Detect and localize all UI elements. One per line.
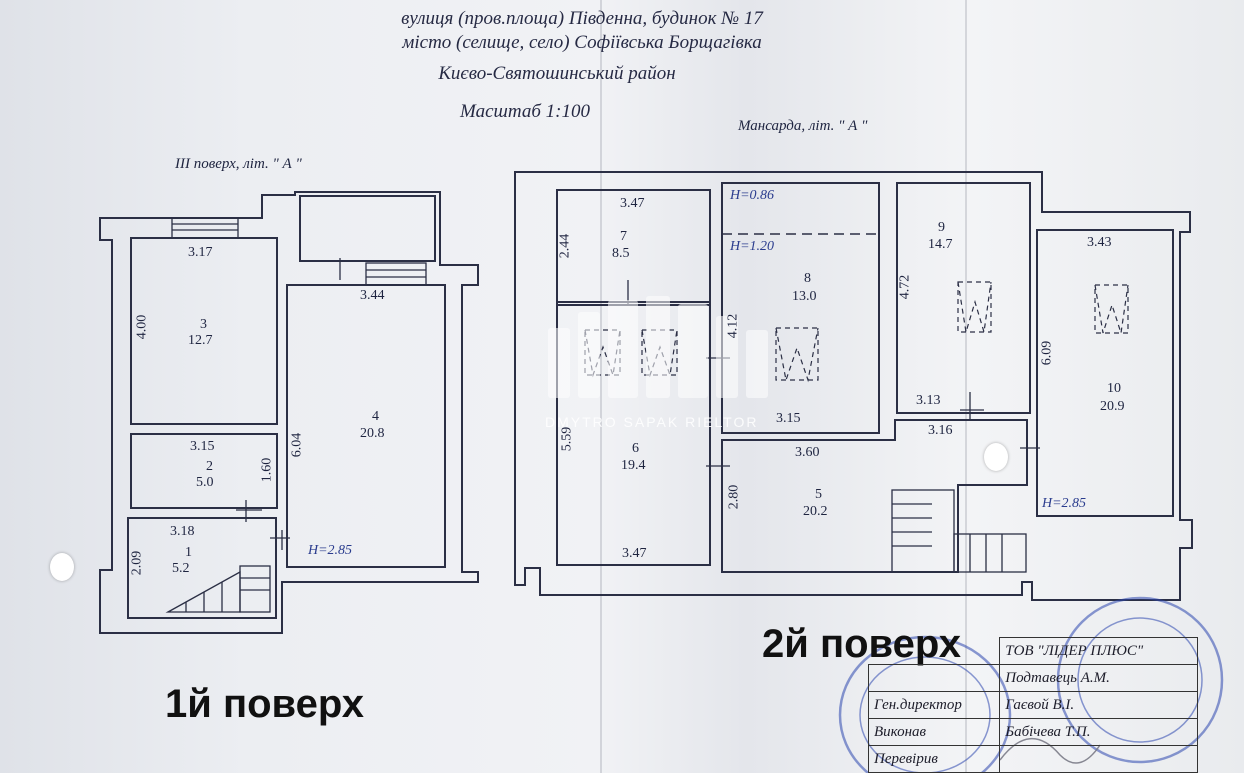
balcony-outline (299, 195, 436, 262)
stamp-name: Бабічева Т.П. (999, 718, 1198, 746)
dim-r4-top: 3.44 (360, 288, 385, 303)
room-6-number: 6 (632, 441, 639, 456)
floor1-outer-wall (99, 191, 479, 634)
room-4-area: 20.8 (360, 426, 385, 441)
dim-r1-side: 2.09 (129, 550, 145, 576)
dim-r8-side: 4.12 (725, 313, 741, 339)
floor1-height: H=2.85 (308, 543, 353, 558)
floor2-caption: 2й поверх (762, 622, 962, 666)
dim-r2-side: 1.60 (259, 457, 275, 483)
dim-r9-bottom2: 3.16 (928, 423, 953, 438)
dim-r9-bottom: 3.13 (916, 393, 941, 408)
dim-r8-bottom: 3.15 (776, 411, 801, 426)
room-8-area: 13.0 (792, 289, 817, 304)
stamp-name: Гаєвой В.І. (999, 691, 1198, 719)
room-2-area: 5.0 (196, 475, 214, 490)
h-120: H=1.20 (730, 239, 775, 254)
stamp-role: Ген.директор (867, 691, 1001, 719)
room-9-outline (896, 182, 1031, 414)
scale-label: Масштаб 1:100 (460, 101, 590, 122)
room-5-outline (721, 419, 1028, 573)
company-name: ТОВ "ЛІДЕР ПЛЮС" (999, 637, 1198, 665)
floor1-caption: 1й поверх (165, 682, 365, 726)
dim-r10-side: 6.09 (1039, 340, 1055, 366)
stamp-name (999, 745, 1198, 773)
room-10-number: 10 (1107, 381, 1121, 396)
room-5-area: 20.2 (803, 504, 828, 519)
room-3-number: 3 (200, 317, 207, 332)
room-7-area: 8.5 (612, 246, 630, 261)
stamp-role (867, 664, 1001, 692)
dim-r4-side: 6.04 (289, 432, 305, 458)
address-street: вулиця (пров.площа) Південна, будинок № … (401, 8, 763, 29)
dim-r3-side: 4.00 (134, 314, 150, 340)
address-district: Києво-Святошинський район (438, 63, 676, 84)
room-2-number: 2 (206, 459, 213, 474)
room-10-height: H=2.85 (1042, 496, 1087, 511)
room-2-outline (130, 433, 278, 509)
floor2-outer-wall (514, 171, 1193, 601)
room-1-area: 5.2 (172, 561, 190, 576)
room-10-outline (1036, 229, 1174, 517)
room-1-outline (127, 517, 277, 619)
room-1-number: 1 (185, 545, 192, 560)
stamp-role: Перевірив (867, 745, 1001, 773)
stamp-role: Виконав (867, 718, 1001, 746)
floor3-title: III поверх, літ. " А " (175, 156, 302, 172)
marker-dot (50, 553, 74, 581)
dim-r7-side: 2.44 (557, 233, 573, 259)
dim-r6-bottom: 3.47 (622, 546, 647, 561)
title-block: ТОВ "ЛІДЕР ПЛЮС" Подтавець А.М. Ген.дире… (867, 637, 1198, 773)
stamp-name: Подтавець А.М. (999, 664, 1198, 692)
floor2-stairs (891, 489, 1027, 573)
dim-r6-side: 5.59 (559, 426, 575, 452)
dim-r5-side: 2.80 (726, 484, 742, 510)
dim-r3-top: 3.17 (188, 245, 213, 260)
h-086: H=0.86 (730, 188, 775, 203)
room-9-number: 9 (938, 220, 945, 235)
room-7-number: 7 (620, 229, 627, 244)
room-6-area: 19.4 (621, 458, 646, 473)
paper-fold (600, 0, 602, 773)
dim-r5-top: 3.60 (795, 445, 820, 460)
realtor-watermark (548, 296, 768, 398)
paper-fold (965, 0, 967, 773)
marker-dot (984, 443, 1008, 471)
dim-r2-top: 3.15 (190, 439, 215, 454)
dim-r10-top: 3.43 (1087, 235, 1112, 250)
mansard-title: Мансарда, літ. " А " (738, 118, 868, 134)
room-5-number: 5 (815, 487, 822, 502)
room-4-number: 4 (372, 409, 379, 424)
room-9-area: 14.7 (928, 237, 953, 252)
room-3-area: 12.7 (188, 333, 213, 348)
watermark-text: DMYTRO SAPAK RIELTOR (545, 414, 759, 430)
room-8-number: 8 (804, 271, 811, 286)
dim-r7-top: 3.47 (620, 196, 645, 211)
address-city: місто (селище, село) Софіївська Борщагів… (402, 32, 762, 53)
room-10-area: 20.9 (1100, 399, 1125, 414)
room-8-outline (721, 182, 880, 434)
dim-r9-side: 4.72 (897, 274, 913, 300)
floor1-stairs (165, 217, 427, 613)
dim-r1-top: 3.18 (170, 524, 195, 539)
